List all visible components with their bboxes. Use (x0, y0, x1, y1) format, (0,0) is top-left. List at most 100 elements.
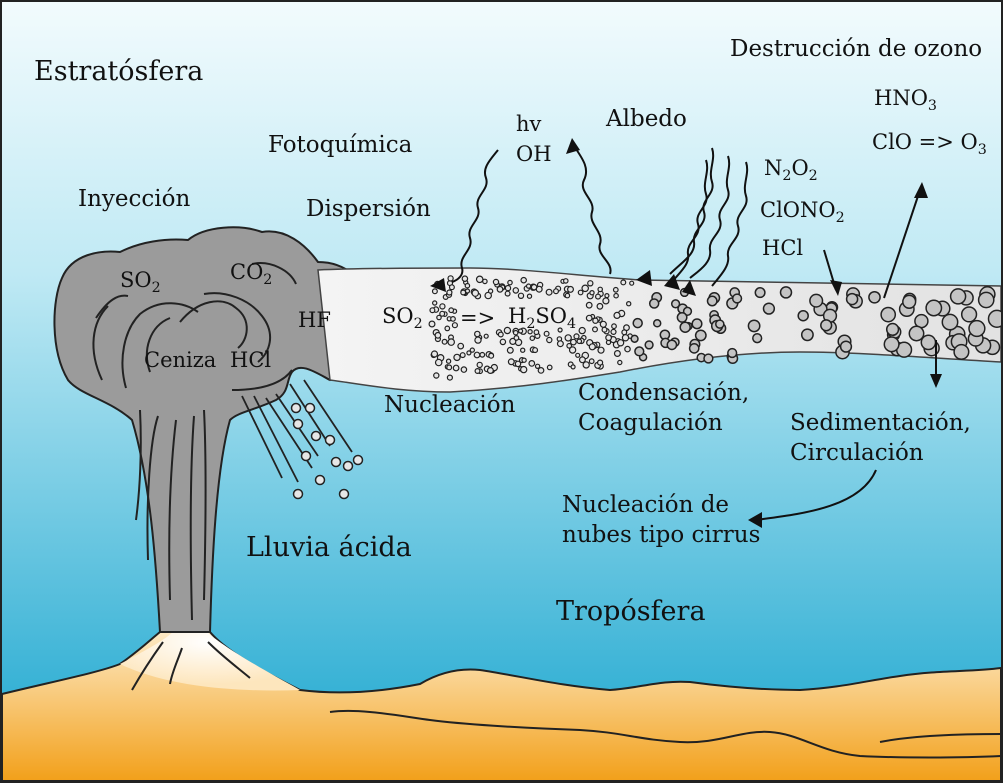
droplet-small (433, 289, 438, 294)
droplet-small (521, 278, 526, 283)
droplet-large (755, 288, 765, 298)
droplet-large (753, 334, 762, 343)
droplet-small (611, 329, 616, 334)
droplet-large (748, 320, 759, 331)
droplet-small (514, 336, 519, 341)
droplet-small (460, 353, 465, 358)
droplet-small (533, 348, 538, 353)
droplet-small (472, 290, 478, 296)
droplet-large (921, 335, 935, 349)
droplet-small (546, 289, 552, 295)
droplet-small (618, 360, 622, 364)
droplet-small (606, 335, 612, 341)
droplet-small (574, 334, 579, 339)
droplet-small (477, 362, 482, 367)
droplet-large (909, 326, 923, 340)
droplet-large (869, 292, 880, 303)
h2so4-label: H2SO4 (508, 306, 576, 331)
sedimentation-label: Sedimentación, Circulación (790, 408, 971, 469)
droplet-small (521, 348, 525, 352)
droplet-large (884, 337, 899, 352)
droplet-small (547, 337, 552, 342)
droplet-small (475, 369, 480, 374)
acid-rain-label: Lluvia ácida (246, 534, 412, 561)
droplet-large (962, 307, 977, 322)
droplet-small (590, 291, 594, 295)
droplet-small (565, 335, 571, 341)
droplet-small (614, 312, 620, 318)
droplet-small (505, 286, 510, 291)
rain-drop (302, 452, 311, 461)
droplet-small (489, 353, 494, 358)
droplet-small (442, 339, 447, 344)
droplet-small (622, 330, 627, 335)
droplet-small (475, 331, 480, 336)
droplet-small (448, 276, 453, 281)
cirrus-line-2: nubes tipo cirrus (562, 520, 760, 550)
droplet-small (467, 351, 471, 355)
droplet-large (951, 289, 966, 304)
droplet-small (570, 347, 576, 353)
droplet-small (529, 361, 535, 367)
droplet-small (527, 284, 531, 288)
droplet-small (602, 327, 607, 332)
droplet-small (589, 344, 595, 350)
droplet-small (458, 343, 464, 349)
clo-ozone-label: ClO => O3 (872, 132, 987, 157)
condensation-label: Condensación, Coagulación (578, 378, 749, 439)
droplet-small (598, 287, 602, 291)
droplet-small (593, 318, 598, 323)
droplet-small (521, 367, 527, 373)
droplet-small (474, 352, 480, 358)
rain-drop (332, 458, 341, 467)
droplet-large (841, 341, 852, 352)
droplet-large (926, 300, 941, 315)
droplet-small (508, 280, 512, 284)
droplet-large (781, 287, 792, 298)
coagulation-line: Coagulación (578, 408, 749, 438)
droplet-small (451, 317, 456, 322)
droplet-large (716, 320, 724, 328)
droplet-small (429, 321, 435, 327)
clono2-label: ClONO2 (760, 200, 845, 225)
droplet-large (989, 310, 1003, 327)
droplet-small (580, 357, 586, 363)
droplet-small (596, 294, 601, 299)
droplet-small (508, 359, 514, 365)
droplet-large (887, 324, 899, 336)
droplet-small (588, 281, 593, 286)
droplet-large (633, 319, 642, 328)
droplet-small (586, 302, 592, 308)
droplet-large (847, 294, 858, 305)
hv-label: hv (516, 114, 541, 135)
cloud-co2-label: CO2 (230, 262, 272, 287)
rain-drop (294, 420, 303, 429)
droplet-small (447, 375, 452, 380)
droplet-small (513, 288, 518, 293)
droplet-small (527, 294, 531, 298)
droplet-small (605, 294, 609, 298)
droplet-small (450, 285, 455, 290)
droplet-large (672, 300, 680, 308)
droplet-large (954, 345, 969, 360)
droplet-small (579, 328, 585, 334)
droplet-small (434, 373, 439, 378)
droplet-large (677, 313, 686, 322)
droplet-small (536, 364, 540, 368)
rain-drop (354, 456, 363, 465)
droplet-large (696, 330, 706, 340)
droplet-large (667, 340, 676, 349)
droplet-small (578, 290, 583, 295)
plume-so2-label: SO2 (382, 306, 423, 331)
droplet-small (505, 291, 510, 296)
droplet-small (603, 298, 609, 304)
droplet-large (942, 314, 957, 329)
droplet-small (454, 354, 460, 360)
dispersion-label: Dispersión (306, 198, 431, 221)
nucleation-label: Nucleación (384, 394, 515, 417)
droplet-small (589, 359, 594, 364)
droplet-small (544, 331, 549, 336)
droplet-large (881, 308, 895, 322)
droplet-small (621, 280, 626, 285)
